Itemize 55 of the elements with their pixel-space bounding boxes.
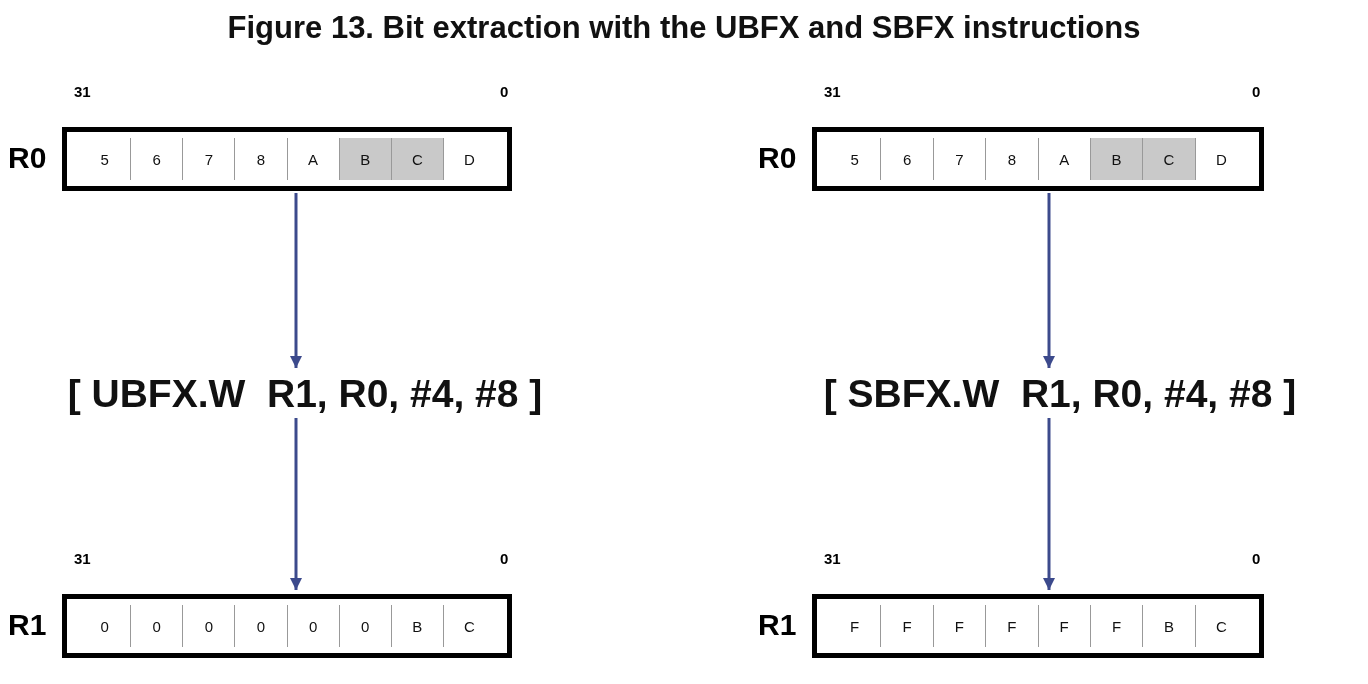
nibble-field: D bbox=[1195, 138, 1247, 180]
register-name: R0 bbox=[8, 141, 47, 175]
register-name: R1 bbox=[8, 608, 47, 642]
nibble-field: C bbox=[1143, 138, 1196, 180]
arrow bbox=[290, 418, 302, 590]
nibble-field: B bbox=[1143, 605, 1196, 647]
register-box bbox=[812, 127, 1264, 191]
bit-index: 31 bbox=[74, 83, 91, 100]
bit-index: 31 bbox=[824, 83, 841, 100]
nibble-field: C bbox=[391, 138, 444, 180]
nibble-field: 6 bbox=[881, 138, 934, 180]
nibble-field: F bbox=[986, 605, 1039, 647]
nibble-field: B bbox=[1090, 138, 1144, 180]
nibble-field: B bbox=[391, 605, 444, 647]
nibble-field: 7 bbox=[933, 138, 987, 180]
nibble-field: F bbox=[881, 605, 934, 647]
register-box bbox=[812, 594, 1264, 658]
register-name: R0 bbox=[758, 141, 797, 175]
arrow bbox=[1043, 418, 1055, 590]
nibble-field: F bbox=[1090, 605, 1144, 647]
bit-index: 0 bbox=[1252, 83, 1261, 100]
bit-index: 31 bbox=[824, 550, 841, 567]
nibble-field: 6 bbox=[131, 138, 184, 180]
nibble-field: 8 bbox=[986, 138, 1039, 180]
nibble-field: F bbox=[829, 605, 882, 647]
nibble-field: C bbox=[1195, 605, 1247, 647]
bit-index: 31 bbox=[74, 550, 91, 567]
register-name: R1 bbox=[758, 608, 797, 642]
nibble-field: 5 bbox=[79, 138, 132, 180]
nibble-field: B bbox=[339, 138, 392, 180]
nibble-field: 0 bbox=[235, 605, 288, 647]
register-box bbox=[62, 594, 512, 658]
instruction-text: [ UBFX.W R1, R0, #4, #8 ] bbox=[67, 372, 543, 416]
nibble-field: F bbox=[933, 605, 987, 647]
nibble-field: D bbox=[443, 138, 495, 180]
nibble-field: 0 bbox=[183, 605, 236, 647]
nibble-field: 7 bbox=[183, 138, 236, 180]
nibble-field: C bbox=[443, 605, 495, 647]
nibble-field: 5 bbox=[829, 138, 882, 180]
nibble-field: A bbox=[287, 138, 340, 180]
bit-index: 0 bbox=[500, 83, 509, 100]
nibble-field: 0 bbox=[339, 605, 392, 647]
bit-index: 0 bbox=[1252, 550, 1261, 567]
instruction-text: [ SBFX.W R1, R0, #4, #8 ] bbox=[823, 372, 1297, 416]
nibble-field: F bbox=[1038, 605, 1091, 647]
bit-index: 0 bbox=[500, 550, 509, 567]
nibble-field: 0 bbox=[131, 605, 184, 647]
nibble-field: A bbox=[1038, 138, 1091, 180]
arrow bbox=[1043, 193, 1055, 368]
figure-title: Figure 13. Bit extraction with the UBFX and SBFX instructions bbox=[226, 10, 1142, 46]
arrow bbox=[290, 193, 302, 368]
register-box bbox=[62, 127, 512, 191]
nibble-field: 0 bbox=[79, 605, 132, 647]
nibble-field: 8 bbox=[235, 138, 288, 180]
nibble-field: 0 bbox=[287, 605, 340, 647]
